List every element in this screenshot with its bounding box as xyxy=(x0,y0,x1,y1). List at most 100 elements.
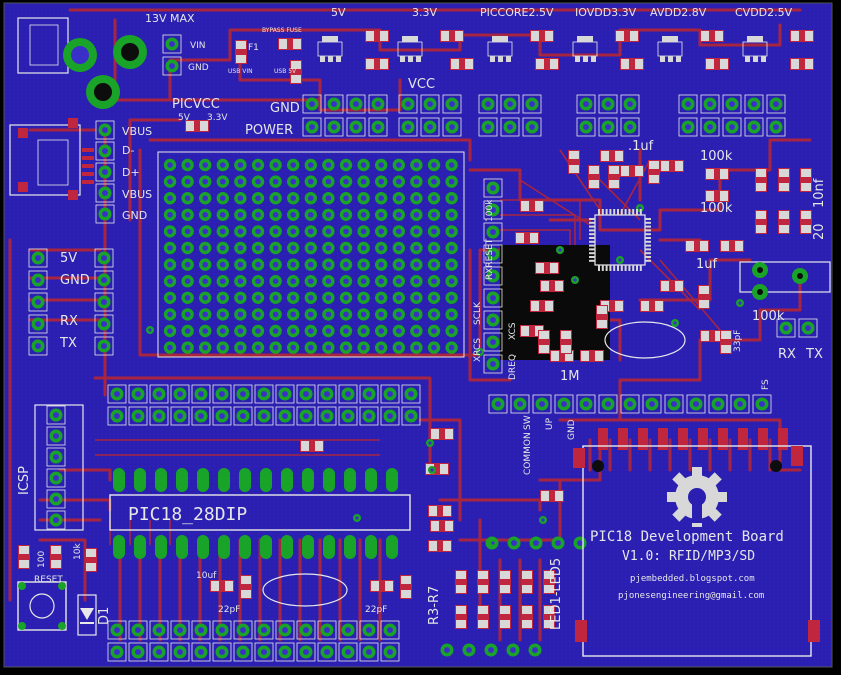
smd-pad xyxy=(544,585,554,593)
header-outline xyxy=(483,266,503,286)
pad-hole xyxy=(135,627,141,633)
header-outline xyxy=(664,394,684,414)
header-outline xyxy=(686,394,706,414)
pad-hole xyxy=(272,162,279,168)
qfp-pin xyxy=(624,209,627,215)
reset-button[interactable] xyxy=(17,581,67,631)
dip-pin xyxy=(302,468,314,492)
audio-jack xyxy=(739,261,831,300)
pad-hole xyxy=(448,178,455,185)
header-outline xyxy=(483,244,503,264)
sd-contact xyxy=(758,428,768,450)
pad-hole xyxy=(448,278,455,284)
rail3-header-top xyxy=(678,94,786,114)
header-outline xyxy=(510,394,530,414)
qfp-pin xyxy=(589,252,595,255)
bypass-fuse-label: BYPASS FUSE xyxy=(262,27,302,34)
header-outline xyxy=(317,406,337,426)
pad-hole xyxy=(360,278,367,284)
pad-hole xyxy=(255,245,261,251)
pad-hole xyxy=(431,195,437,201)
header-outline xyxy=(149,642,169,662)
header-outline xyxy=(338,642,358,662)
pad-hole xyxy=(308,212,314,218)
smd-pad xyxy=(706,169,714,179)
smd-pad xyxy=(721,241,729,251)
reset-label: RESET xyxy=(34,575,63,585)
pad-hole xyxy=(343,212,349,218)
smd-pad xyxy=(630,31,638,41)
pad-hole xyxy=(343,178,349,185)
pad-hole xyxy=(220,261,226,268)
header-outline xyxy=(338,384,358,404)
pad-hole xyxy=(507,101,513,107)
rail2-header-bottom xyxy=(576,117,640,137)
smd-part xyxy=(210,580,234,592)
pad-hole xyxy=(237,278,244,284)
sd-contact xyxy=(618,428,628,450)
pad-hole xyxy=(378,245,384,251)
qfp-pin xyxy=(645,229,651,232)
qfp-pin xyxy=(605,209,608,215)
pad-hole xyxy=(448,212,455,218)
pad-hole xyxy=(198,627,204,633)
smd-part xyxy=(370,580,394,592)
pad-hole xyxy=(101,321,107,327)
gnd-small-label: GND xyxy=(188,63,209,73)
c1uf-qfp-label: 1uf xyxy=(696,257,718,272)
via-hole xyxy=(428,441,432,445)
pad-hole xyxy=(539,401,545,407)
pad-hole xyxy=(343,162,349,168)
rail-5v-label: 5V xyxy=(331,6,346,19)
c100k-3-label: 100k xyxy=(752,309,785,324)
pad-hole xyxy=(272,278,279,284)
dip-pin xyxy=(218,468,230,492)
header-outline xyxy=(233,384,253,404)
smd-pad xyxy=(801,183,811,191)
smd-pad xyxy=(541,281,549,291)
pad-hole xyxy=(177,649,183,655)
pad-hole xyxy=(353,101,359,107)
pad-hole xyxy=(353,124,359,130)
pad-hole xyxy=(167,178,173,185)
smd-part xyxy=(455,570,467,594)
pad-hole xyxy=(184,245,191,251)
qfp-pin xyxy=(613,265,616,271)
smd-pad xyxy=(401,576,411,584)
smd-pad xyxy=(779,183,789,191)
smd-pad xyxy=(609,166,619,174)
smd-pad xyxy=(545,301,553,311)
uart-header-left xyxy=(28,248,48,356)
pad-hole xyxy=(53,433,59,439)
pad-hole xyxy=(325,295,332,301)
header-outline xyxy=(28,292,48,312)
pad-hole xyxy=(627,124,633,130)
usb-header xyxy=(95,120,115,224)
pad-hole xyxy=(413,245,420,251)
header-outline xyxy=(254,620,274,640)
pad-hole xyxy=(102,169,108,175)
header-outline xyxy=(359,642,379,662)
pad-hole xyxy=(325,344,332,351)
header-outline xyxy=(296,642,316,662)
smd-part xyxy=(428,505,452,517)
xrcs-label: XRCS xyxy=(473,338,483,362)
pad-hole xyxy=(396,328,402,334)
header-5v-label: 5V xyxy=(60,251,77,266)
pad-hole xyxy=(413,344,420,351)
pad-hole xyxy=(343,195,349,201)
regulator-pin xyxy=(416,56,421,62)
pad-hole xyxy=(396,278,402,284)
pad-hole xyxy=(413,162,420,168)
header-outline xyxy=(95,120,115,140)
header-outline xyxy=(483,178,503,198)
pad-hole xyxy=(485,124,491,130)
pad-hole xyxy=(488,647,494,653)
smd-pad xyxy=(301,441,309,451)
pad-hole xyxy=(282,627,288,633)
header-outline xyxy=(149,620,169,640)
pad-hole xyxy=(396,162,402,168)
pad-hole xyxy=(184,295,191,301)
pad-hole xyxy=(605,101,611,107)
